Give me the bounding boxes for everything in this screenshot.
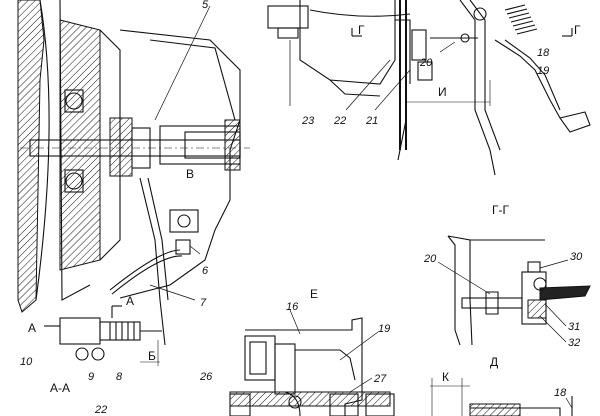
section-gg-view <box>447 235 591 346</box>
callout-22b: 22 <box>94 404 107 416</box>
view-d <box>430 378 573 416</box>
callout-9: 9 <box>88 371 94 383</box>
pedal-assembly-view <box>267 0 591 176</box>
callout-21: 21 <box>365 115 378 127</box>
clutch-callouts: 5 6 7 10 9 8 В А А Б А-А 22 <box>20 0 211 416</box>
mark-k: К <box>442 370 449 384</box>
callout-7: 7 <box>200 297 207 309</box>
view-e <box>229 317 395 416</box>
callout-20a: 20 <box>419 57 433 69</box>
callout-5: 5 <box>202 0 209 11</box>
view-e-callouts: Е 16 19 26 27 <box>199 287 390 393</box>
section-gg-callouts: Г-Г 20 30 31 32 <box>423 203 583 349</box>
callout-16: 16 <box>286 301 299 313</box>
callout-22a: 22 <box>333 115 346 127</box>
mark-a-left: А <box>28 321 36 335</box>
mark-g-right: Г <box>574 23 581 37</box>
mark-a-right: А <box>126 294 134 308</box>
callout-8: 8 <box>116 371 123 383</box>
callout-27: 27 <box>373 373 387 385</box>
pedal-callouts: Г Г И 23 22 21 20 18 19 <box>289 23 581 127</box>
view-d-title: Д <box>490 355 498 369</box>
view-e-title: Е <box>310 287 318 301</box>
mark-g-left: Г <box>358 23 365 37</box>
mark-bb: Б <box>148 349 156 363</box>
mark-i: И <box>438 85 447 99</box>
section-aa-title: А-А <box>50 381 70 395</box>
clutch-housing-view <box>17 0 250 366</box>
callout-18a: 18 <box>537 47 550 59</box>
callout-23: 23 <box>301 115 315 127</box>
callout-19b: 19 <box>378 323 390 335</box>
callout-20b: 20 <box>423 253 437 265</box>
callout-31: 31 <box>568 321 580 333</box>
view-d-callouts: Д К 18 <box>442 355 573 409</box>
section-gg-title: Г-Г <box>492 203 509 217</box>
callout-6: 6 <box>202 265 209 277</box>
callout-32: 32 <box>568 337 580 349</box>
mark-v: В <box>186 167 194 181</box>
callout-10: 10 <box>20 356 33 368</box>
callout-18b: 18 <box>554 387 567 399</box>
callout-30: 30 <box>570 251 583 263</box>
callout-19a: 19 <box>537 65 549 77</box>
callout-26: 26 <box>199 371 213 383</box>
